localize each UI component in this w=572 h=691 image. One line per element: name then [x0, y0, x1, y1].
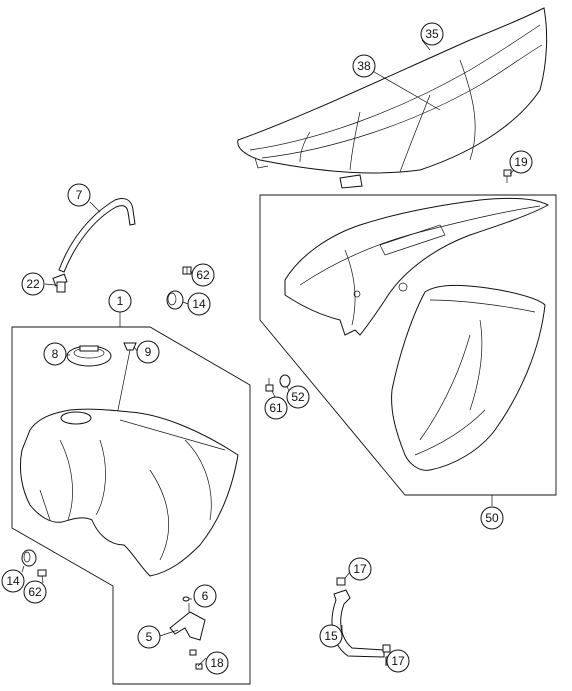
- leader-lines: [21, 39, 515, 667]
- callout-35: 35: [420, 22, 444, 46]
- nut-62-bottom: [37, 569, 47, 577]
- callout-38: 38: [352, 54, 376, 78]
- screw-18: [189, 649, 203, 670]
- callout-35-label: 35: [425, 27, 439, 41]
- bushing-14-top: [166, 290, 184, 310]
- callout-14-top-label: 14: [192, 297, 206, 311]
- callout-17-bottom: 17: [386, 649, 410, 673]
- callout-22-label: 22: [26, 277, 40, 291]
- callout-17-top: 17: [348, 557, 372, 581]
- callout-5: 5: [137, 625, 161, 649]
- callout-14-bottom-label: 14: [6, 574, 20, 588]
- vent-valve-9: [115, 342, 137, 421]
- callout-15: 15: [319, 624, 343, 648]
- seat: [237, 7, 548, 189]
- callout-9-label: 9: [145, 345, 152, 359]
- fuel-tank-1: [19, 408, 239, 577]
- callout-62-top-label: 62: [196, 268, 210, 282]
- callout-62-bottom: 62: [23, 580, 47, 604]
- callout-8: 8: [43, 342, 67, 366]
- callout-7: 7: [67, 183, 91, 207]
- screw-19: [503, 169, 512, 183]
- side-panel-group-outline: [259, 194, 557, 496]
- callout-8-label: 8: [52, 347, 59, 361]
- callout-52-label: 52: [291, 390, 305, 404]
- fuel-cap-8: [66, 345, 112, 367]
- callout-18-label: 18: [210, 656, 224, 670]
- callout-14-top: 14: [187, 292, 211, 316]
- callout-50-label: 50: [485, 511, 499, 525]
- callout-1: 1: [108, 289, 132, 313]
- callout-62-top: 62: [191, 263, 215, 287]
- bushing-14-bottom: [21, 549, 37, 567]
- callout-7-label: 7: [76, 188, 83, 202]
- upper-side-panel: [284, 197, 550, 336]
- washer-52: [279, 374, 291, 388]
- callout-1-label: 1: [117, 294, 124, 308]
- callout-17-bottom-label: 17: [391, 654, 405, 668]
- nut-62-top: [182, 266, 192, 275]
- callout-18: 18: [205, 651, 229, 675]
- callout-17-top-label: 17: [353, 562, 367, 576]
- o-ring-6: [182, 596, 190, 602]
- screw-61: [265, 378, 274, 392]
- tank-group-outline: [11, 326, 251, 685]
- callout-61-label: 61: [269, 401, 283, 415]
- fuel-tap-5: [169, 603, 206, 641]
- callout-5-label: 5: [146, 630, 153, 644]
- callout-62-bottom-label: 62: [28, 585, 42, 599]
- callout-6-label: 6: [202, 589, 209, 603]
- lower-side-panel: [391, 284, 546, 471]
- callout-14-bottom: 14: [1, 569, 25, 593]
- hose-7: [58, 197, 136, 273]
- fuel-line-15: [331, 589, 385, 658]
- clamp-17-top: [336, 577, 346, 586]
- callout-22: 22: [21, 272, 45, 296]
- callout-50: 50: [480, 506, 504, 530]
- callout-6: 6: [193, 584, 217, 608]
- callout-19: 19: [509, 150, 533, 174]
- fitting-22: [52, 273, 68, 293]
- callout-52: 52: [286, 385, 310, 409]
- callout-15-label: 15: [324, 629, 338, 643]
- callout-38-label: 38: [357, 59, 371, 73]
- callout-61: 61: [264, 396, 288, 420]
- callout-19-label: 19: [514, 155, 528, 169]
- callout-9: 9: [136, 340, 160, 364]
